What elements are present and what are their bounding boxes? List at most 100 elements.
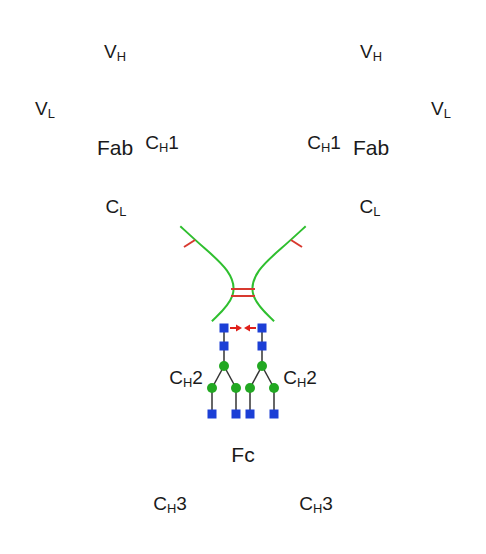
domain-ellipse: CH3 <box>243 471 340 550</box>
domain-oval <box>33 0 187 103</box>
label-main: 3 <box>176 493 187 514</box>
domain-oval <box>124 88 205 232</box>
disulfide-bond <box>184 240 195 247</box>
label-main: 3 <box>322 493 333 514</box>
label-main: C <box>360 196 374 217</box>
domain-ellipse: VH <box>42 13 177 88</box>
label-main: C <box>307 132 321 153</box>
domain-label: VH <box>360 42 382 63</box>
label-main: C <box>299 493 313 514</box>
domain-oval <box>375 49 486 196</box>
label-subscript: H <box>373 49 382 64</box>
domain-label: CL <box>106 197 127 218</box>
domain-shape <box>242 321 333 479</box>
domain-ellipse: CL <box>297 168 425 257</box>
domain-label: CH2 <box>169 368 203 389</box>
label-main: 2 <box>306 367 317 388</box>
label-main: 1 <box>168 132 179 153</box>
disulfide-bond <box>135 202 163 250</box>
label-subscript: L <box>444 106 451 121</box>
label-main: C <box>106 196 120 217</box>
disulfide-bond <box>274 340 311 352</box>
label-main: C <box>283 367 297 388</box>
label-subscript: H <box>167 501 176 516</box>
label-subscript: L <box>119 204 126 219</box>
domain-oval <box>230 455 354 554</box>
domain-shape <box>135 93 194 226</box>
hinge-chain <box>180 226 233 321</box>
glycan-square <box>208 410 217 419</box>
glycan-circle <box>245 383 255 393</box>
disulfide-bond <box>175 340 212 352</box>
domain-label: VH <box>104 42 126 63</box>
glycan-circle <box>231 383 241 393</box>
domain-label: VL <box>431 99 451 120</box>
label-main: C <box>153 493 167 514</box>
domain-oval <box>0 49 111 196</box>
label-subscript: H <box>297 375 306 390</box>
label-subscript: H <box>183 375 192 390</box>
domain-oval <box>231 314 345 487</box>
glycan-left <box>207 324 242 419</box>
glycan-circle <box>207 383 217 393</box>
domain-oval <box>48 150 203 274</box>
label-main: V <box>360 41 373 62</box>
domain-ellipse: VH <box>308 13 443 88</box>
domain-ellipse: VL <box>392 62 476 182</box>
glycan-circle <box>257 361 267 371</box>
label-subscript: L <box>373 204 380 219</box>
glycan-right <box>244 324 279 419</box>
disulfide-bond <box>335 40 353 86</box>
glycan-square <box>220 342 229 351</box>
disulfide-bond <box>146 167 190 177</box>
disulfide-bond <box>231 295 255 297</box>
label-subscript: H <box>159 140 168 155</box>
disulfide-bond <box>291 240 302 247</box>
disulfide-bond <box>194 498 224 542</box>
domain-ellipse: CH1 <box>291 93 350 226</box>
glycan-circle <box>219 361 229 371</box>
domain-oval <box>132 455 256 554</box>
glycan-square <box>258 324 267 333</box>
domain-ellipse: CH2 <box>152 321 243 479</box>
interchain-disulfide <box>184 240 302 296</box>
glycan-square <box>258 342 267 351</box>
label-subscript: H <box>321 140 330 155</box>
red-arrow <box>230 327 237 329</box>
red-arrowhead <box>236 325 242 332</box>
domain-label: CL <box>360 197 381 218</box>
label-subscript: H <box>117 49 126 64</box>
hinge-chain <box>252 226 305 321</box>
region-label: Fab <box>353 136 389 159</box>
domain-label: CH1 <box>307 133 341 154</box>
domain-ellipse: VL <box>10 62 94 182</box>
glycan-square <box>220 324 229 333</box>
domain-ellipse: CH1 <box>135 93 194 226</box>
label-main: V <box>35 98 48 119</box>
domain-shape <box>152 321 243 479</box>
domain-label: CH2 <box>283 368 317 389</box>
disulfide-bond <box>262 498 292 542</box>
red-arrow <box>249 327 256 329</box>
label-subscript: H <box>313 501 322 516</box>
domain-label: CH3 <box>153 494 187 515</box>
domain-label: CH1 <box>145 133 179 154</box>
disulfide-bond <box>15 79 52 98</box>
disulfide-bond <box>133 40 151 86</box>
label-main: C <box>145 132 159 153</box>
region-label: Fab <box>97 136 133 159</box>
domain-oval <box>141 314 255 487</box>
label-main: 1 <box>330 132 341 153</box>
domain-ellipse: CL <box>61 168 189 257</box>
glycan-square <box>246 410 255 419</box>
domain-shape <box>10 62 94 182</box>
domain-oval <box>280 88 361 232</box>
red-arrowhead <box>244 325 250 332</box>
domain-oval <box>284 150 439 274</box>
disulfide-bond <box>231 288 255 290</box>
disulfide-bond <box>434 79 471 98</box>
region-label: Fc <box>231 443 254 466</box>
